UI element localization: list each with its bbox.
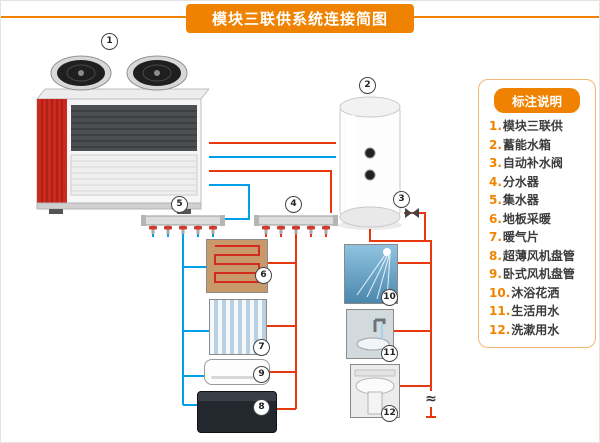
floor-heating-thumb: [206, 239, 268, 293]
legend-item: 10.沐浴花洒: [489, 285, 560, 300]
marker-radiator: 7: [253, 339, 270, 356]
legend-item: 8.超薄风机盘管: [489, 248, 575, 263]
legend-item: 3.自动补水阀: [489, 156, 563, 170]
legend-item: 2.蓄能水箱: [489, 137, 551, 152]
horizontal-fan-coil-thumb: [204, 359, 270, 385]
legend-item: 11.生活用水: [489, 304, 560, 318]
legend-item: 4.分水器: [489, 174, 539, 189]
legend-list: 1.模块三联供 2.蓄能水箱 3.自动补水阀 4.分水器 5.集水器 6.地板采…: [479, 117, 595, 339]
marker-floor-heating: 6: [255, 267, 272, 284]
fan-left-icon: [50, 55, 112, 91]
marker-heat-pump: 1: [101, 33, 118, 50]
legend-item: 5.集水器: [489, 193, 539, 207]
legend-item: 7.暖气片: [489, 230, 539, 244]
marker-washing-water: 12: [381, 405, 398, 422]
legend-item: 1.模块三联供: [489, 119, 563, 133]
marker-horiz-fan-coil: 9: [253, 366, 270, 383]
legend-header: 标注说明: [494, 88, 580, 113]
tank-port-lower: [364, 169, 376, 181]
heat-exchanger-coil: [37, 99, 67, 203]
marker-domestic-water: 11: [381, 345, 398, 362]
air-grille: [71, 105, 197, 151]
legend-item: 6.地板采暖: [489, 211, 551, 226]
page-title: 模块三联供系统连接简图: [185, 4, 415, 33]
valve-handles: [149, 226, 217, 230]
auto-fill-valve-icon: [405, 208, 419, 218]
legend-item: 9.卧式风机盘管: [489, 267, 575, 281]
marker-distributor: 4: [285, 196, 302, 213]
marker-fill-valve: 3: [393, 191, 410, 208]
louver-panel: [70, 154, 198, 196]
collector-manifold: [141, 215, 225, 234]
storage-tank: [338, 96, 402, 230]
fan-coil-top-face: [198, 392, 276, 401]
heat-pump-unit: [35, 55, 209, 214]
fan-right-icon: [126, 55, 188, 91]
legend-item: 12.洗漱用水: [489, 322, 560, 337]
fan-coil-vent: [211, 376, 263, 379]
tank-port-upper: [364, 147, 376, 159]
marker-shower: 10: [381, 289, 398, 306]
valve-handles: [262, 226, 330, 230]
water-inlet-symbol: ≈: [425, 391, 437, 407]
distributor-manifold: [254, 215, 338, 234]
marker-tank: 2: [359, 77, 376, 94]
marker-collector: 5: [171, 196, 188, 213]
marker-thin-fan-coil: 8: [253, 399, 270, 416]
floor-heating-coil-icon: [214, 245, 260, 283]
legend-panel: 标注说明 1.模块三联供 2.蓄能水箱 3.自动补水阀 4.分水器 5.集水器 …: [478, 79, 596, 348]
